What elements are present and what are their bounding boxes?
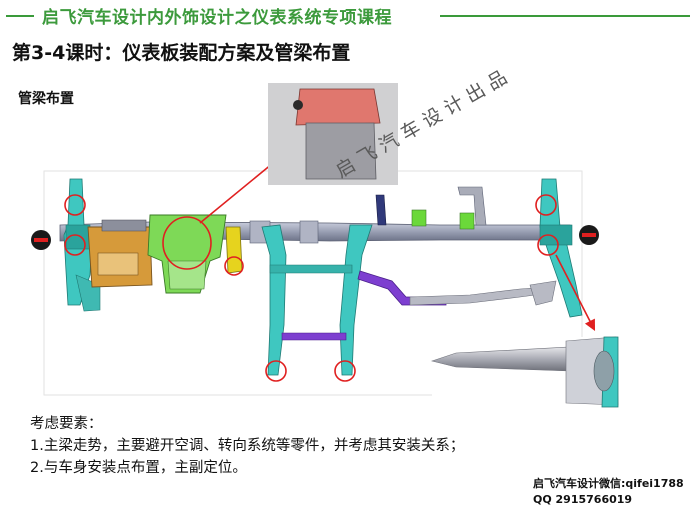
- left-body-mount-icon: [31, 230, 51, 250]
- lesson-title: 第3-4课时：仪表板装配方案及管梁布置: [12, 42, 351, 64]
- green-hvac-bracket: [147, 214, 227, 294]
- orange-support-bracket: [87, 219, 153, 288]
- considerations-heading: 考虑要素：: [30, 416, 103, 432]
- yellow-small-bracket: [225, 226, 243, 274]
- course-title: 启飞汽车设计内外饰设计之仪表系统专项课程: [42, 8, 392, 28]
- callout-arrow-right: [555, 254, 596, 331]
- purple-tie-bar: [357, 270, 447, 306]
- considerations-item-1: 1.主梁走势，主要避开空调、转向系统等零件，并考虑其安装关系；: [30, 438, 465, 454]
- detail-view-right: [430, 336, 620, 408]
- course-header: 启飞汽车设计内外饰设计之仪表系统专项课程: [0, 0, 700, 30]
- header-line-left: [6, 15, 34, 17]
- considerations-block: 考虑要素： 1.主梁走势，主要避开空调、转向系统等零件，并考虑其安装关系； 2.…: [30, 413, 464, 479]
- detail-view-top: [268, 83, 398, 185]
- center-teal-legs: [261, 224, 373, 376]
- right-body-mount-icon: [579, 225, 599, 245]
- header-line-right: [440, 15, 690, 17]
- contact-info: 启飞汽车设计微信:qifei1788 QQ 2915766019: [533, 476, 684, 508]
- right-side-rods: [375, 186, 487, 230]
- mount-point-callouts: [64, 194, 559, 382]
- contact-qq: QQ 2915766019: [533, 493, 633, 506]
- contact-wechat: 启飞汽车设计微信:qifei1788: [533, 477, 684, 490]
- section-label: 管梁布置: [18, 91, 74, 107]
- cross-car-beam-diagram: [31, 83, 620, 408]
- considerations-item-2: 2.与车身安装点布置，主副定位。: [30, 460, 247, 476]
